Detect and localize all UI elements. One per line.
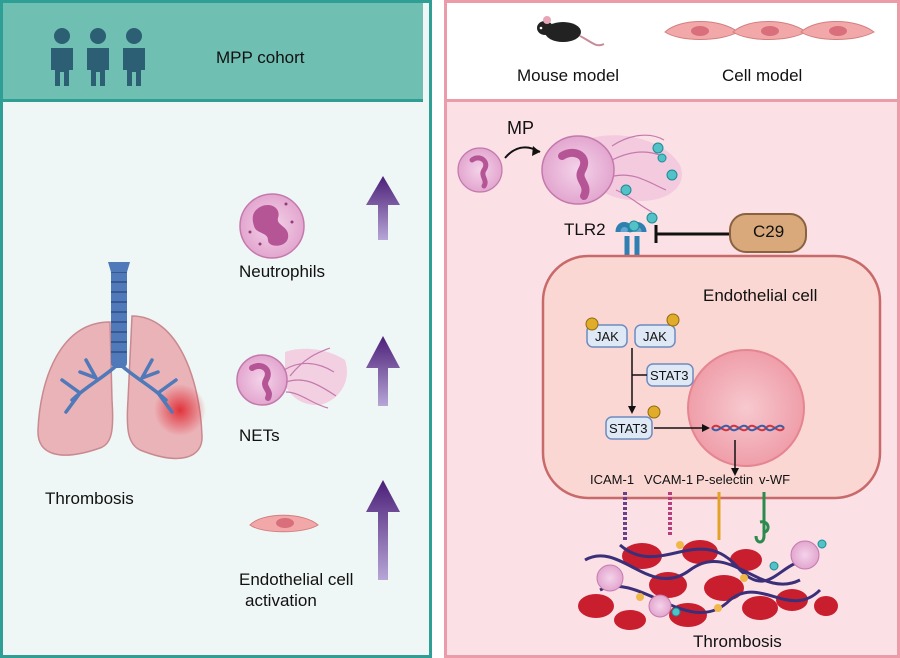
endothelial-cell-icon (249, 514, 319, 533)
nucleus-icon (687, 349, 805, 467)
thrombosis-left-label: Thrombosis (45, 489, 134, 508)
endothelial-activation-label-line1: Endothelial cell (239, 570, 354, 589)
net-icon (236, 347, 348, 409)
microparticle-cell-icon (457, 147, 503, 193)
mouse-icon (537, 16, 605, 47)
thrombus-icon (578, 539, 838, 630)
lungs-icon (37, 262, 206, 460)
mp-label: MP (507, 118, 534, 138)
endothelial-cell-title: Endothelial cell (703, 286, 818, 305)
v-wf-label: v-WF (759, 472, 791, 487)
icam-1-label: ICAM-1 (590, 472, 635, 487)
stat3-label-upper: STAT3 (650, 368, 689, 383)
stat3-label-lower: STAT3 (609, 421, 648, 436)
mpp-cohort-panel (0, 0, 432, 658)
stat3-box-lower (605, 416, 653, 440)
neutrophil-icon (239, 193, 305, 259)
increase-arrow-icon (366, 176, 400, 580)
mpp-cohort-title: MPP cohort (216, 48, 305, 67)
jak-label-2: JAK (643, 329, 667, 344)
people-group-icon (51, 28, 145, 86)
neutrophils-label: Neutrophils (239, 262, 325, 281)
jak-box-2 (634, 324, 676, 348)
phosphate-icon (585, 313, 680, 419)
endothelial-activation-label-line2: activation (245, 591, 317, 610)
activated-neutrophil-icon (541, 134, 682, 224)
cell-model-icon (664, 21, 875, 40)
tlr2-label: TLR2 (564, 220, 606, 239)
nets-label: NETs (239, 426, 280, 445)
p-selectin-label: P-selectin (696, 472, 754, 487)
mouse-model-label: Mouse model (517, 66, 620, 85)
vcam-1-label: VCAM-1 (644, 472, 694, 487)
c29-label: C29 (753, 222, 785, 241)
model-header (447, 3, 897, 100)
thrombosis-right-label: Thrombosis (693, 632, 782, 651)
adhesion-molecules-icon (623, 492, 770, 544)
jak-box-1 (586, 324, 628, 348)
c29-inhibitor-badge (729, 213, 807, 253)
jak-label-1: JAK (595, 329, 619, 344)
cell-model-label: Cell model (722, 66, 803, 85)
